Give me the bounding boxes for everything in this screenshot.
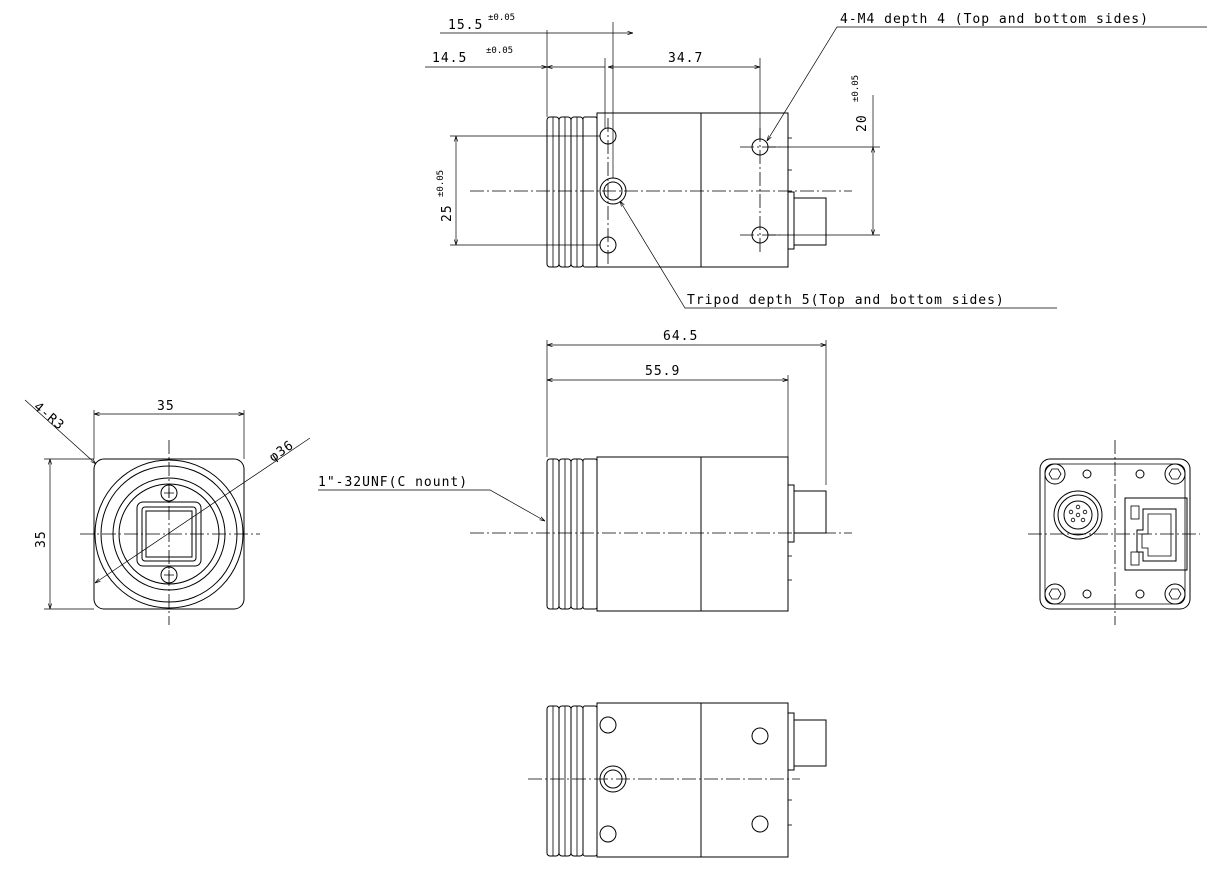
dim-15-5-tolerance: ±0.05 bbox=[488, 13, 515, 23]
m4-hole-icon bbox=[599, 716, 617, 734]
hex-screw-icon bbox=[1044, 463, 1066, 485]
tripod-note: Tripod depth 5(Top and bottom sides) bbox=[687, 293, 1005, 308]
m4-hole-note: 4-M4 depth 4 (Top and bottom sides) bbox=[840, 12, 1149, 27]
dim-34-7-label: 34.7 bbox=[668, 51, 703, 66]
hex-screw-icon bbox=[1044, 583, 1066, 605]
dim-25-tolerance: ±0.05 bbox=[436, 170, 446, 197]
dim-35-width-label: 35 bbox=[157, 399, 175, 414]
dim-20-tolerance: ±0.05 bbox=[851, 75, 861, 102]
bottom-view bbox=[528, 702, 827, 858]
m4-hole-icon bbox=[599, 825, 617, 843]
mount-note: 1"-32UNF(C nount) bbox=[318, 475, 468, 490]
round-connector-icon bbox=[1053, 490, 1103, 540]
hex-screw-icon bbox=[1164, 583, 1186, 605]
rear-view bbox=[1028, 440, 1200, 625]
hex-screw-icon bbox=[1164, 463, 1186, 485]
dim-35-height-label: 35 bbox=[34, 530, 49, 548]
dim-55-9-label: 55.9 bbox=[645, 364, 680, 379]
dim-14-5-label: 14.5 bbox=[432, 51, 467, 66]
dim-radius-label: 4-R3 bbox=[30, 400, 67, 434]
dim-64-5-label: 64.5 bbox=[663, 329, 698, 344]
dim-14-5-tolerance: ±0.05 bbox=[486, 46, 513, 56]
dim-15-5-label: 15.5 bbox=[448, 18, 483, 33]
m4-hole-icon bbox=[751, 727, 769, 745]
front-view bbox=[24, 399, 311, 625]
dim-phi36-label: φ36 bbox=[267, 438, 297, 465]
top-view bbox=[425, 22, 1207, 309]
side-view bbox=[318, 340, 852, 612]
dim-20-label: 20 bbox=[855, 114, 870, 132]
m4-hole-icon bbox=[751, 815, 769, 833]
dim-25-label: 25 bbox=[440, 204, 455, 222]
